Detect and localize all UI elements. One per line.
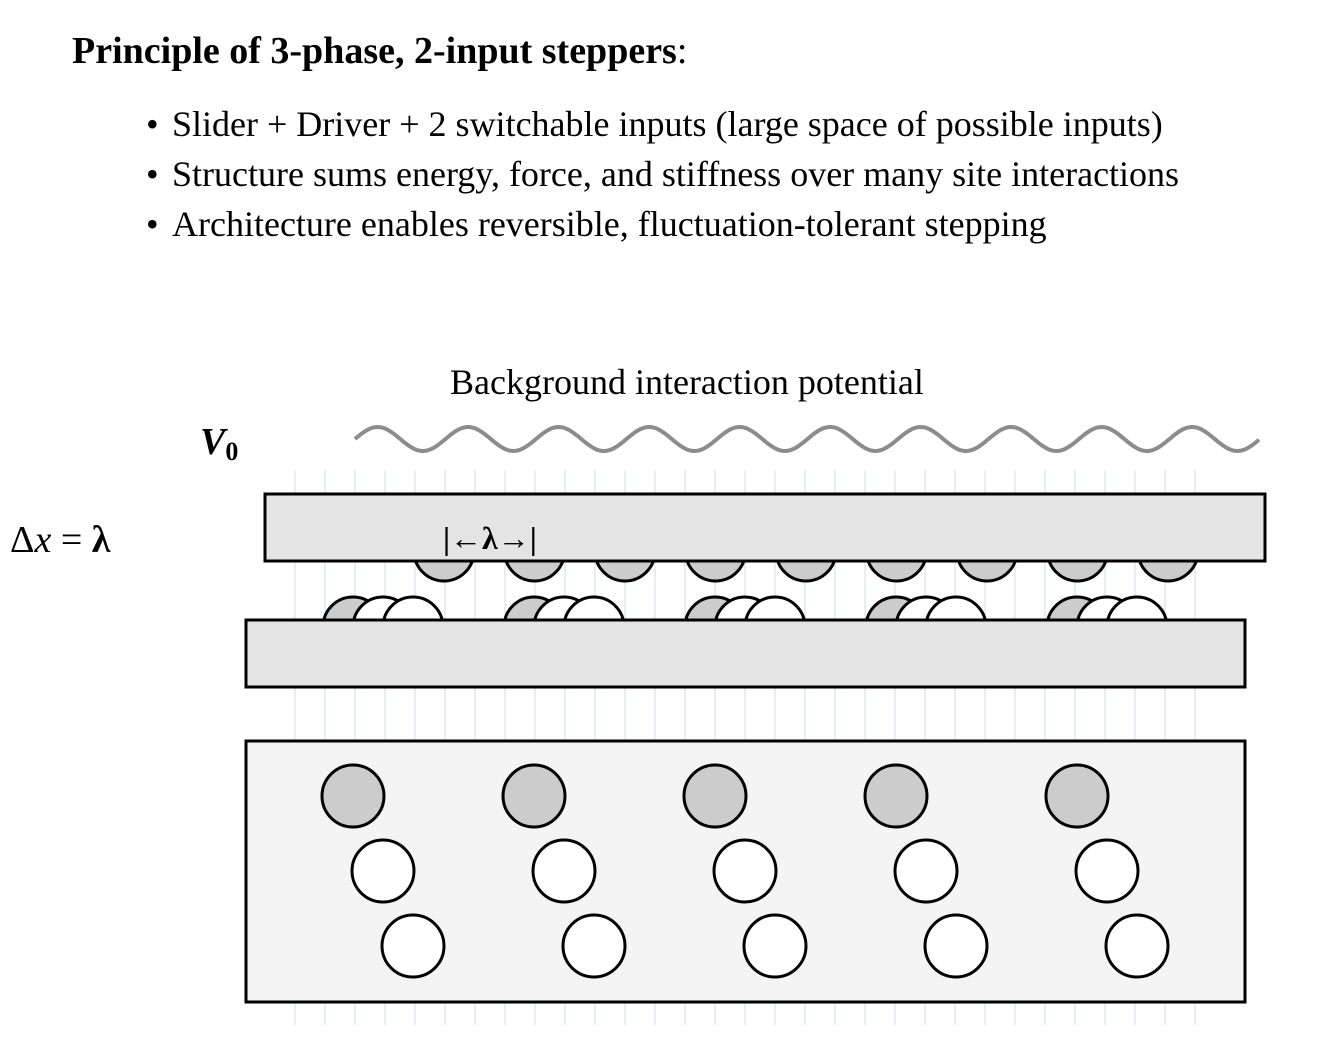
bullet-text: Structure sums energy, force, and stiffn…	[172, 154, 1180, 194]
bullet-dot: •	[146, 204, 159, 244]
input-site-gray	[682, 763, 748, 829]
input-site-white	[712, 838, 778, 904]
input-site-gray	[1044, 763, 1110, 829]
input-site-white	[1074, 838, 1140, 904]
input-site-white	[923, 913, 989, 979]
driver-bar	[244, 618, 1247, 689]
delta-symbol: Δ	[10, 519, 35, 561]
input-sites	[320, 763, 1170, 979]
bullet-item: • Architecture enables reversible, fluctu…	[146, 199, 1179, 249]
bullet-dot: •	[146, 154, 159, 194]
page-title: Principle of 3-phase, 2-input steppers:	[72, 28, 687, 74]
input-site-white	[380, 913, 446, 979]
lambda-spacing-marker: |←λ→|	[443, 520, 537, 556]
input-site-white	[561, 913, 627, 979]
potential-symbol: V	[200, 421, 226, 463]
bullet-item: • Slider + Driver + 2 switchable inputs (…	[146, 99, 1179, 149]
bullet-text: Slider + Driver + 2 switchable inputs (l…	[172, 104, 1163, 144]
potential-label: V0	[200, 420, 238, 474]
lambda-value: λ	[91, 519, 111, 561]
input-site-white	[1104, 913, 1170, 979]
displacement-label: Δx = λ	[10, 518, 110, 562]
page-title-colon: :	[676, 30, 688, 72]
bullet-dot: •	[146, 104, 159, 144]
displacement-variable: x	[34, 519, 52, 561]
equals-sign: =	[51, 519, 92, 561]
background-potential-wave	[353, 424, 1261, 454]
input-site-gray	[501, 763, 567, 829]
input-site-gray	[863, 763, 929, 829]
bullet-item: • Structure sums energy, force, and stiff…	[146, 149, 1179, 199]
input-site-white	[893, 838, 959, 904]
input-site-white	[531, 838, 597, 904]
potential-subscript: 0	[225, 437, 239, 466]
slider-bar	[263, 492, 1267, 563]
page-title-text: Principle of 3-phase, 2-input steppers	[72, 30, 677, 72]
bullet-list: • Slider + Driver + 2 switchable inputs (…	[146, 99, 1179, 249]
bullet-text: Architecture enables reversible, fluctua…	[172, 204, 1047, 244]
input-site-white	[350, 838, 416, 904]
input-site-gray	[320, 763, 386, 829]
background-potential-label: Background interaction potential	[450, 362, 924, 402]
input-site-white	[742, 913, 808, 979]
